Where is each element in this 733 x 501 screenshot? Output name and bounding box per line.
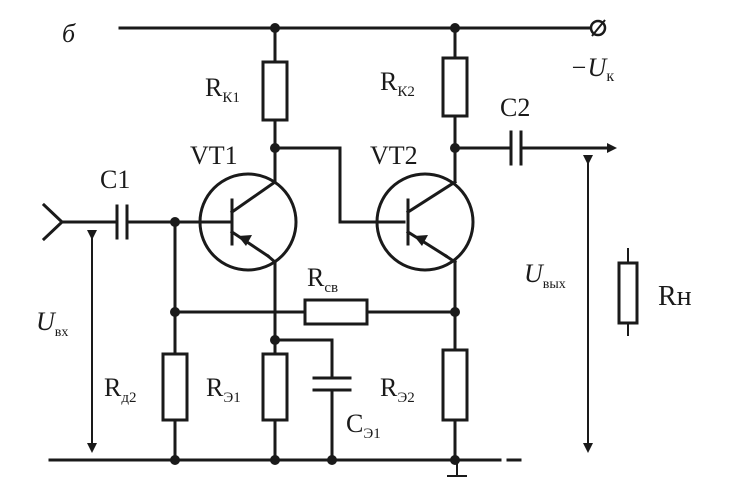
label-re1: RЭ1 — [206, 373, 241, 406]
figure-tag: б — [62, 19, 76, 48]
label-rn: Rн — [658, 281, 692, 312]
resistor-re1 — [261, 352, 289, 422]
junction-dot — [270, 335, 280, 345]
label-re2: RЭ2 — [380, 373, 415, 406]
label-rk2: RК2 — [380, 67, 415, 100]
label-rd2: Rд2 — [104, 373, 136, 406]
junction-dot — [450, 307, 460, 317]
junction-dot — [450, 23, 460, 33]
resistor-rk1 — [261, 60, 289, 122]
label-vt2: VT2 — [370, 141, 418, 170]
label-ce1: CЭ1 — [346, 409, 381, 442]
label-rk1: RК1 — [205, 73, 240, 106]
resistor-rk2 — [441, 56, 469, 118]
label-uin: Uвх — [36, 307, 68, 340]
input-terminal — [41, 202, 65, 242]
transistor-vt2 — [375, 172, 475, 272]
junction-dot — [170, 307, 180, 317]
junction-dot — [170, 455, 180, 465]
label-rsv: Rсв — [307, 263, 338, 296]
junction-dot — [270, 23, 280, 33]
label-vt1: VT1 — [190, 141, 238, 170]
resistor-re2 — [441, 348, 469, 422]
junction-dot — [270, 455, 280, 465]
junction-dot — [450, 143, 460, 153]
resistor-rn — [617, 261, 639, 325]
junction-dot — [450, 455, 460, 465]
label-c2: C2 — [500, 93, 530, 122]
junction-dot — [270, 143, 280, 153]
label-c1: C1 — [100, 165, 130, 194]
label-uout: Uвых — [524, 259, 566, 292]
supply-label: −Uк — [570, 53, 614, 85]
resistor-rsv — [303, 298, 369, 326]
resistor-rd2 — [161, 352, 189, 422]
junction-dot — [327, 455, 337, 465]
junction-dot — [170, 217, 180, 227]
